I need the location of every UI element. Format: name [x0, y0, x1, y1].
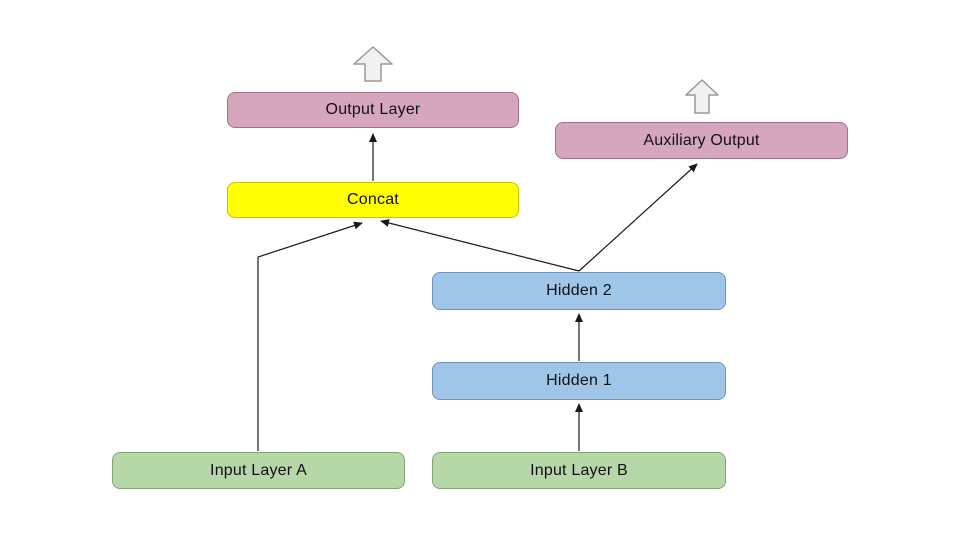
node-input-layer-a: Input Layer A — [112, 452, 405, 489]
node-input-layer-b: Input Layer B — [432, 452, 726, 489]
node-hidden-1: Hidden 1 — [432, 362, 726, 400]
edge-input-layer-a-to-concat — [257, 221, 363, 451]
node-concat: Concat — [227, 182, 519, 218]
edge-hidden-2-to-auxiliary-output — [578, 163, 698, 272]
node-concat-label: Concat — [347, 191, 399, 208]
edge-hidden-2-to-concat — [380, 219, 580, 272]
node-output-layer-label: Output Layer — [325, 101, 421, 118]
node-input-layer-a-label: Input Layer A — [210, 461, 307, 479]
node-hidden-2: Hidden 2 — [432, 272, 726, 310]
up-arrow-icon — [685, 79, 719, 114]
up-arrow-icon — [353, 46, 393, 82]
node-input-layer-b-label: Input Layer B — [530, 461, 628, 479]
node-hidden-1-label: Hidden 1 — [546, 372, 612, 389]
node-auxiliary-output-label: Auxiliary Output — [643, 131, 760, 149]
node-output-layer: Output Layer — [227, 92, 519, 128]
node-hidden-2-label: Hidden 2 — [546, 282, 612, 299]
node-auxiliary-output: Auxiliary Output — [555, 122, 848, 159]
